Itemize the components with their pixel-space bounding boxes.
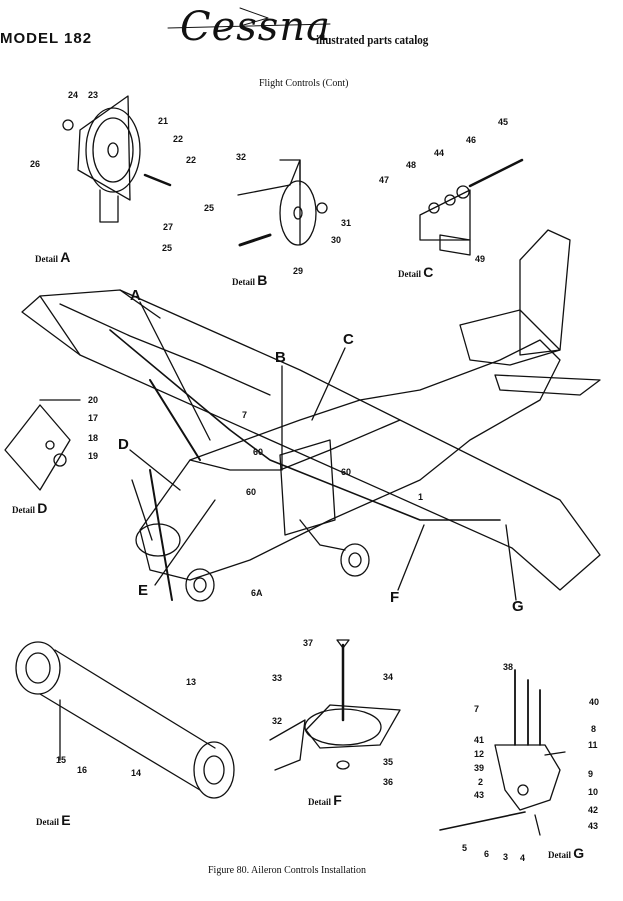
part-number: 37 [303,638,314,648]
part-number: 36 [383,777,394,787]
part-number: 13 [186,677,197,687]
part-number: 43 [474,790,485,800]
part-number: 19 [88,451,99,461]
detail-b-label: Detail B [232,272,268,288]
detail-a-pulley [62,95,172,223]
part-number: 42 [588,805,599,815]
part-number: 14 [131,768,142,778]
page-subtitle: Flight Controls (Cont) [259,78,349,89]
callout-d: D [118,436,129,453]
part-number: 24 [68,90,79,100]
detail-c-bracket [419,158,524,256]
part-number: 16 [77,765,88,775]
part-number: 10 [588,787,599,797]
part-number: 2 [478,777,484,787]
part-number: 31 [341,218,352,228]
part-number: 25 [204,203,215,213]
part-number: 49 [475,254,486,264]
part-number: 41 [474,735,485,745]
model-number: MODEL 182 [0,30,93,47]
part-number: 30 [331,235,342,245]
part-number: 32 [272,716,283,726]
part-number: 22 [186,155,197,165]
part-number: 8 [591,724,597,734]
callout-f: F [390,589,400,606]
aircraft-outline [21,229,601,602]
figure-caption: Figure 80. Aileron Controls Installation [208,865,367,876]
part-number: 6 [484,849,490,859]
part-number: 17 [88,413,99,423]
detail-b-pulley [237,159,328,247]
part-number: 1 [418,492,424,502]
callout-c: C [343,331,354,348]
part-number: 60 [253,447,264,457]
part-number: 39 [474,763,485,773]
part-number: 11 [588,740,598,750]
part-number: 7 [242,410,248,420]
part-number: 40 [589,697,600,707]
detail-g-label: Detail G [548,845,585,861]
part-number: 26 [30,159,41,169]
part-number: 38 [503,662,514,672]
detail-f-sector [269,639,401,771]
detail-d-bracket [4,399,81,491]
part-number: 5 [462,843,468,853]
detail-f-label: Detail F [308,792,342,808]
detail-a-label: Detail A [35,249,71,265]
part-number: 32 [236,152,247,162]
part-number: 33 [272,673,283,683]
part-number: 60 [341,467,352,477]
part-number: 9 [588,769,594,779]
callout-b: B [275,349,286,366]
part-number: 6A [251,588,263,598]
part-number: 21 [158,116,169,126]
part-number: 48 [406,160,417,170]
detail-c-label: Detail C [398,264,434,280]
callout-g: G [512,598,524,615]
part-number: 18 [88,433,99,443]
detail-d-label: Detail D [12,500,48,516]
callout-a: A [130,287,141,304]
part-number: 46 [466,135,477,145]
detail-e-torque-tube [15,641,235,799]
part-number: 43 [588,821,599,831]
part-number: 3 [503,852,509,862]
detail-e-label: Detail E [36,812,71,828]
part-number: 23 [88,90,99,100]
part-number: 35 [383,757,394,767]
part-number: 27 [163,222,174,232]
part-number: 4 [520,853,526,863]
part-number: 7 [474,704,480,714]
part-number: 12 [474,749,485,759]
part-number: 60 [246,487,257,497]
part-number: 29 [293,266,304,276]
part-number: 47 [379,175,390,185]
part-number: 22 [173,134,184,144]
part-number: 45 [498,117,509,127]
callout-e: E [138,582,149,599]
catalog-title: illustrated parts catalog [316,32,429,47]
part-number: 34 [383,672,394,682]
part-number: 20 [88,395,99,405]
part-number: 25 [162,243,173,253]
detail-g-bellcrank [439,669,566,836]
part-number: 44 [434,148,445,158]
part-number: 15 [56,755,67,765]
